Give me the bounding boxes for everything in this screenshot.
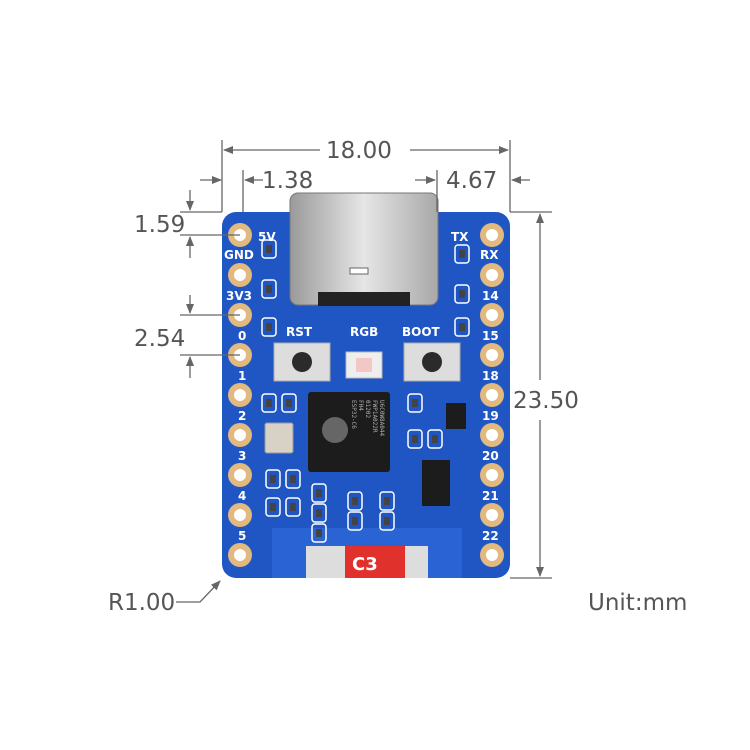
model-badge: C3 — [306, 546, 428, 578]
smd-part — [454, 244, 470, 264]
smd-part — [265, 497, 281, 517]
castellated-pad — [480, 383, 504, 407]
castellated-pad — [480, 343, 504, 367]
voltage-regulator — [422, 460, 450, 506]
smd-part — [265, 469, 281, 489]
pin-label-right: 21 — [482, 489, 499, 503]
castellated-pad — [480, 423, 504, 447]
chip-marking: U6C0W8A044 — [378, 400, 385, 437]
crystal — [264, 422, 294, 454]
pin-label-left: 1 — [238, 369, 246, 383]
boot-button[interactable] — [403, 342, 461, 382]
rgb-label: RGB — [350, 325, 378, 339]
smd-part — [311, 503, 327, 523]
smd-part — [261, 239, 277, 259]
smd-part — [427, 429, 443, 449]
castellated-pad — [480, 263, 504, 287]
smd-part — [261, 317, 277, 337]
pin-label-left: 3 — [238, 449, 246, 463]
usb-c-connector — [289, 192, 439, 306]
castellated-pad — [480, 503, 504, 527]
pin-label-left: 5 — [238, 529, 246, 543]
smd-part — [285, 497, 301, 517]
castellated-pad — [228, 383, 252, 407]
smd-part — [347, 491, 363, 511]
rst-label: RST — [286, 325, 313, 339]
pin-label-right: 20 — [482, 449, 499, 463]
smd-part — [261, 393, 277, 413]
castellated-pad — [228, 263, 252, 287]
smd-part — [311, 523, 327, 543]
pin-label-right: RX — [480, 248, 499, 262]
right-offset-dimension: 4.67 — [446, 168, 497, 194]
smd-part — [454, 317, 470, 337]
height-dimension: 23.50 — [513, 388, 579, 414]
pin-label-left: 2 — [238, 409, 246, 423]
pin-label-right: 15 — [482, 329, 499, 343]
pin-label-left: 4 — [238, 489, 246, 503]
pin-pitch-dimension: 2.54 — [134, 326, 185, 352]
corner-radius-dimension: R1.00 — [108, 590, 175, 616]
smd-part — [347, 511, 363, 531]
pin-label-left: 0 — [238, 329, 246, 343]
chip-marking: 01202 — [364, 400, 371, 418]
castellated-pad — [480, 223, 504, 247]
chip-marking: FWP1A022R — [371, 400, 378, 433]
castellated-pad — [228, 423, 252, 447]
smd-part — [407, 393, 423, 413]
left-offset-dimension: 1.38 — [262, 168, 313, 194]
castellated-pad — [480, 543, 504, 567]
smd-part — [379, 511, 395, 531]
top-offset-dimension: 1.59 — [134, 212, 185, 238]
dimension-lines — [176, 140, 552, 603]
chip-marking: FH4 — [357, 400, 364, 411]
castellated-pad — [228, 463, 252, 487]
castellated-pad — [228, 543, 252, 567]
transistor — [446, 403, 466, 429]
castellated-pad — [480, 303, 504, 327]
pin-label-right: 19 — [482, 409, 499, 423]
castellated-pad — [480, 463, 504, 487]
pin-label-left: 3V3 — [226, 289, 252, 303]
model-badge-text: C3 — [352, 554, 378, 575]
reset-button[interactable] — [273, 342, 331, 382]
pin-label-left: GND — [224, 248, 254, 262]
smd-components — [261, 239, 470, 543]
chip-marking: ESP32-C6 — [350, 400, 357, 429]
rgb-led — [345, 351, 383, 379]
smd-part — [261, 279, 277, 299]
unit-label: Unit:mm — [588, 590, 687, 616]
width-dimension: 18.00 — [326, 138, 392, 164]
pin-labels: 5V GND 3V3 0 1 2 3 4 5 TX RX 14 15 18 19 20 21 22 — [224, 230, 499, 543]
castellated-pads — [228, 223, 504, 567]
smd-part — [379, 491, 395, 511]
smd-part — [281, 393, 297, 413]
smd-part — [311, 483, 327, 503]
pin-label-left: 5V — [258, 230, 276, 244]
pin-label-right: 22 — [482, 529, 499, 543]
pin-label-right: 18 — [482, 369, 499, 383]
smd-part — [407, 429, 423, 449]
boot-label: BOOT — [402, 325, 441, 339]
castellated-pad — [228, 503, 252, 527]
smd-part — [285, 469, 301, 489]
pin-label-right: 14 — [482, 289, 499, 303]
smd-part — [454, 284, 470, 304]
pin-label-right: TX — [451, 230, 469, 244]
